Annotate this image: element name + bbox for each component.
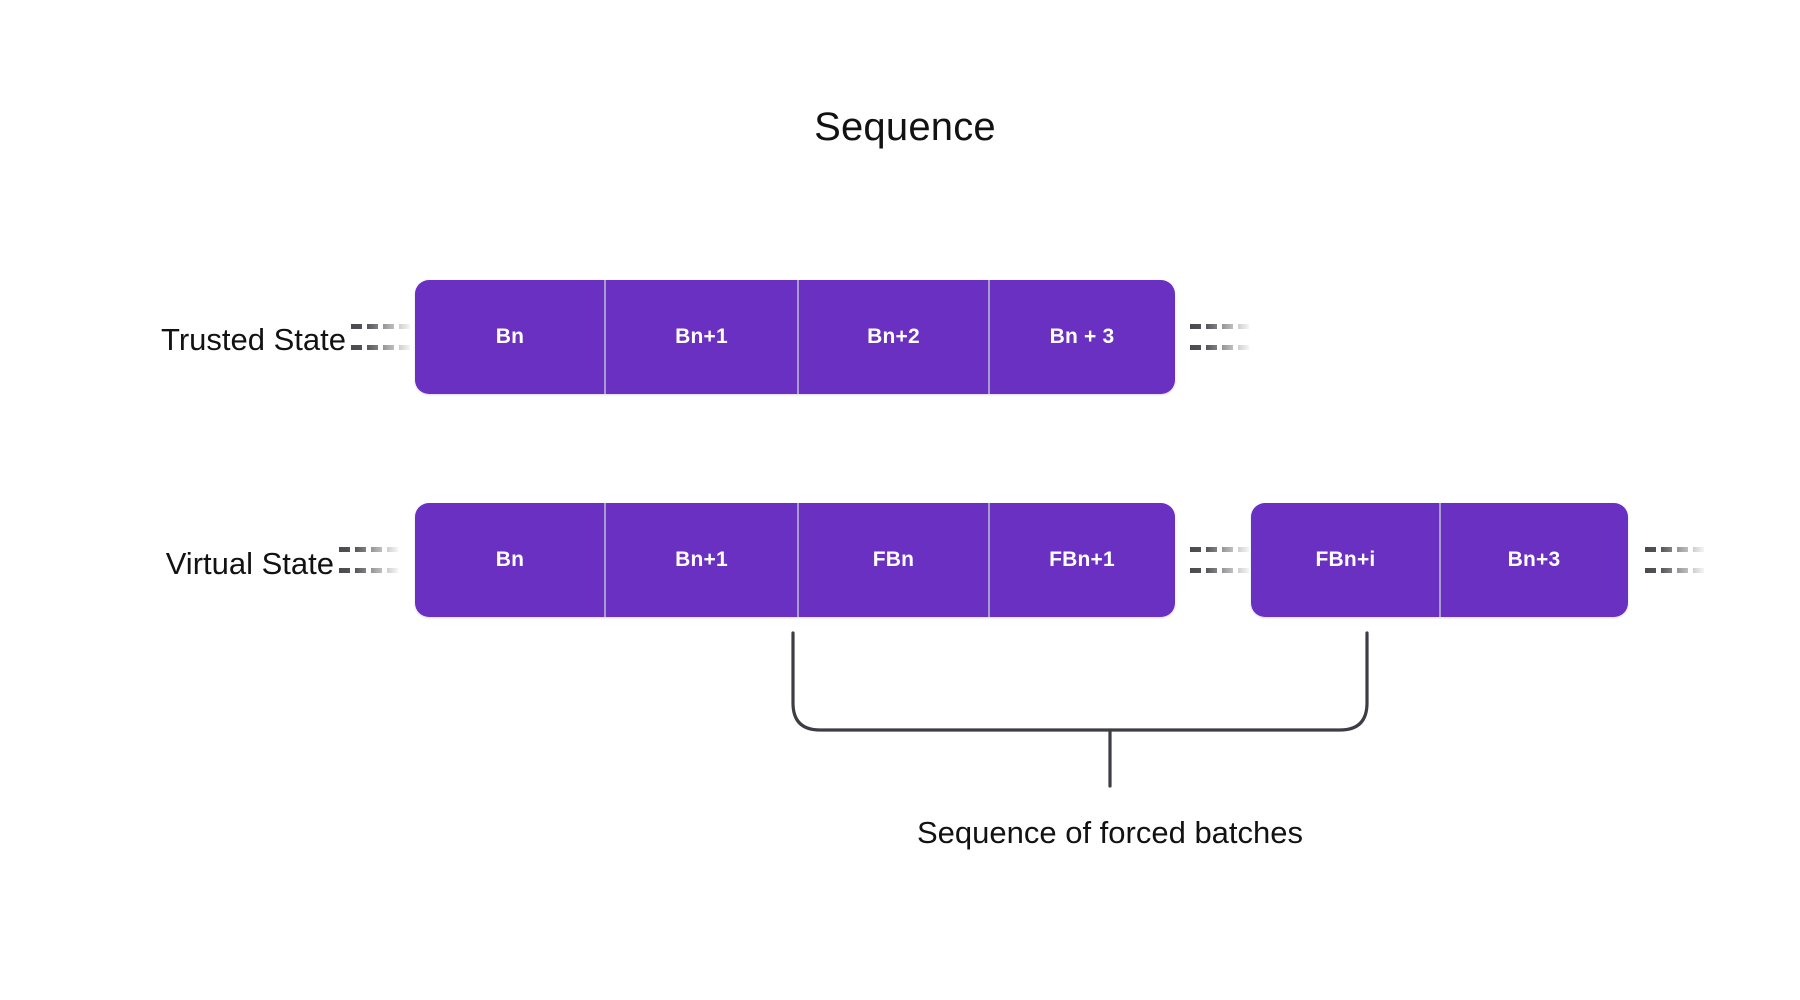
dashed-connector-virtual-right bbox=[1645, 547, 1707, 575]
dashed-connector-virtual-left bbox=[339, 547, 401, 575]
block-virtual-a-0[interactable]: Bn bbox=[495, 548, 525, 571]
dash-line-top bbox=[1190, 324, 1252, 329]
dash-line-top bbox=[351, 324, 413, 329]
page-title-text: Sequence bbox=[814, 105, 996, 149]
trusted-state-block-group: Bn Bn+1 Bn+2 Bn + 3 bbox=[415, 280, 1175, 394]
dash-line-bottom bbox=[351, 345, 413, 350]
forced-batches-bracket bbox=[791, 631, 1369, 788]
block-trusted-3[interactable]: Bn + 3 bbox=[988, 280, 1175, 394]
block-virtual-b-1[interactable]: Bn+3 bbox=[1439, 503, 1628, 617]
block-trusted-0[interactable]: Bn bbox=[495, 325, 525, 348]
dashed-connector-virtual-middle bbox=[1190, 547, 1252, 575]
virtual-state-block-group-2: FBn+i Bn+3 bbox=[1251, 503, 1628, 617]
dash-line-bottom bbox=[1190, 345, 1252, 350]
virtual-state-block-group-1: Bn Bn+1 FBn FBn+1 bbox=[415, 503, 1175, 617]
bracket-path bbox=[791, 631, 1369, 732]
dash-line-bottom bbox=[1190, 568, 1252, 573]
dash-line-top bbox=[1645, 547, 1707, 552]
block-trusted-2[interactable]: Bn+2 bbox=[797, 280, 989, 394]
block-virtual-a-3[interactable]: FBn+1 bbox=[988, 503, 1175, 617]
block-trusted-1[interactable]: Bn+1 bbox=[604, 280, 798, 394]
dashed-connector-trusted-left bbox=[351, 324, 413, 352]
bracket-caption: Sequence of forced batches bbox=[916, 815, 1304, 850]
dash-line-bottom bbox=[339, 568, 401, 573]
page-title: Sequence bbox=[0, 105, 1800, 150]
block-virtual-b-0[interactable]: FBn+i bbox=[1315, 548, 1376, 571]
dash-line-top bbox=[339, 547, 401, 552]
block-virtual-a-2[interactable]: FBn bbox=[797, 503, 989, 617]
dash-line-bottom bbox=[1645, 568, 1707, 573]
row-label-trusted-state: Trusted State bbox=[161, 322, 346, 357]
block-virtual-a-1[interactable]: Bn+1 bbox=[604, 503, 798, 617]
dashed-connector-trusted-right bbox=[1190, 324, 1252, 352]
row-label-virtual-state: Virtual State bbox=[165, 546, 334, 581]
dash-line-top bbox=[1190, 547, 1252, 552]
